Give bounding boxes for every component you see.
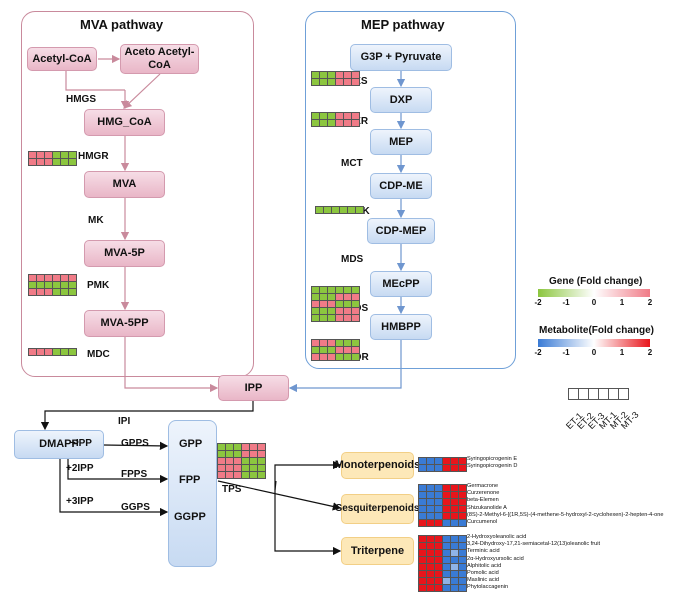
heatmap-hmgr — [28, 151, 77, 166]
metabolite-name: beta-Elemen — [467, 497, 499, 504]
enzyme-ggps: GGPS — [121, 502, 150, 513]
metabolite-name: Syringopicrogenin E — [467, 456, 518, 462]
heatmap-cmk — [315, 206, 364, 214]
node-mva[interactable]: MVA — [84, 171, 165, 198]
enzyme-hmgr: HMGR — [78, 151, 109, 162]
gene-tick: -2 — [534, 298, 542, 307]
node-dxp[interactable]: DXP — [370, 87, 432, 113]
heatmap-pmk — [28, 274, 77, 296]
node-sesquiterpenoids[interactable]: Sesquiterpenoids — [336, 494, 419, 524]
condition-key-grid — [568, 388, 629, 400]
metabolite-name: Germacrone — [467, 483, 499, 489]
node-mecpp[interactable]: MEcPP — [370, 271, 432, 297]
metabolite-name: 3,24-Dihydroxy-17,21-semiacetal-12(13)ol… — [467, 541, 601, 548]
metabolite-tick: -2 — [534, 348, 542, 357]
node-mva-5pp[interactable]: MVA-5PP — [84, 310, 165, 337]
heatmap-sesquiterpenoids — [418, 484, 467, 527]
metabolite-name: Curzerenone — [467, 490, 500, 497]
heatmap-triterpene — [418, 535, 467, 592]
mva-pathway-title: MVA pathway — [80, 17, 164, 32]
heatmap-monoterpenoids — [418, 457, 467, 472]
gene-legend-title: Gene (Fold change) — [549, 276, 643, 287]
node-acetoacetyl-coa[interactable]: Aceto Acetyl-CoA — [120, 44, 199, 74]
metabolite-colorbar — [538, 339, 650, 347]
enzyme-mct: MCT — [341, 158, 363, 169]
mva-pathway-panel — [21, 11, 254, 377]
metabolite-tick: 1 — [619, 348, 625, 357]
enzyme-mk: MK — [88, 215, 104, 226]
heatmap-hdr — [311, 339, 360, 361]
label-plus-3ipp: +3IPP — [66, 496, 94, 507]
node-dmapp[interactable]: DMAPP — [14, 430, 104, 459]
gene-tick: 2 — [647, 298, 653, 307]
enzyme-ipi: IPI — [118, 416, 131, 427]
heatmap-dxr — [311, 112, 360, 127]
list-monoterpenoids: Syringopicrogenin E Syringopicrogenin D — [467, 456, 517, 470]
enzyme-fpps: FPPS — [121, 469, 148, 480]
metabolite-tick: 0 — [591, 348, 597, 357]
enzyme-gpps: GPPS — [121, 438, 149, 449]
list-sesquiterpenoids: Germacrone Curzerenone beta-Elemen Shizu… — [467, 483, 663, 526]
enzyme-tps: TPS — [222, 484, 242, 495]
label-plus-ipp: +IPP — [70, 438, 92, 449]
metabolite-name: Terminic acid — [467, 548, 500, 555]
heatmap-hds — [311, 286, 360, 322]
gene-tick: 1 — [619, 298, 625, 307]
metabolite-name: Phytolaccagenin — [467, 584, 509, 591]
heatmap-tps — [217, 443, 266, 479]
label-plus-2ipp: +2IPP — [66, 463, 94, 474]
gene-colorbar — [538, 289, 650, 297]
metabolite-tick: -1 — [562, 348, 570, 357]
metabolite-legend-title: Metabolite(Fold change) — [539, 325, 654, 336]
node-gpp[interactable]: GPP — [179, 438, 203, 450]
node-prenyl-group — [168, 420, 217, 567]
enzyme-mds: MDS — [341, 254, 364, 265]
metabolite-name: Syringopicrogenin D — [467, 463, 518, 470]
metabolite-name: 2α-Hydroxyursolic acid — [467, 555, 524, 562]
node-ggpp[interactable]: GGPP — [174, 511, 206, 523]
node-monoterpenoids[interactable]: Monoterpenoids — [335, 452, 420, 479]
node-hmbpp[interactable]: HMBPP — [370, 314, 432, 340]
node-acetyl-coa[interactable]: Acetyl-CoA — [27, 47, 97, 71]
node-fpp[interactable]: FPP — [179, 474, 201, 486]
heatmap-dxs — [311, 71, 360, 86]
metabolite-name: Maslinic acid — [467, 577, 500, 584]
mep-pathway-panel — [305, 11, 516, 369]
metabolite-name: (8S)-2-Methyl-6-[(1R,5S)-(4-methene-5-hy… — [467, 511, 664, 518]
list-triterpene: 2-Hydroxyoleanolic acid 3,24-Dihydroxy-1… — [467, 534, 600, 592]
node-g3p-pyruvate[interactable]: G3P + Pyruvate — [350, 44, 452, 71]
metabolite-name: Alphitolic acid — [467, 562, 502, 569]
node-ipp[interactable]: IPP — [218, 375, 289, 401]
enzyme-pmk: PMK — [87, 280, 110, 291]
metabolite-name: Shizukanolide A — [467, 504, 507, 511]
metabolite-name: 2-Hydroxyoleanolic acid — [467, 534, 527, 540]
enzyme-mdc: MDC — [87, 349, 110, 360]
gene-tick: -1 — [562, 298, 570, 307]
node-mva-5p[interactable]: MVA-5P — [84, 240, 165, 267]
node-triterpene[interactable]: Triterpene — [341, 537, 414, 565]
metabolite-tick: 2 — [647, 348, 653, 357]
node-mep[interactable]: MEP — [370, 129, 432, 155]
heatmap-mdc — [28, 348, 77, 356]
metabolite-name: Curcumenol — [467, 519, 498, 526]
node-hmg-coa[interactable]: HMG_CoA — [84, 109, 165, 136]
enzyme-hmgs: HMGS — [66, 94, 96, 105]
node-cdp-me[interactable]: CDP-ME — [370, 173, 432, 199]
gene-tick: 0 — [591, 298, 597, 307]
node-cdp-mep[interactable]: CDP-MEP — [367, 218, 435, 244]
mep-pathway-title: MEP pathway — [361, 17, 445, 32]
metabolite-name: Pomolic acid — [467, 570, 499, 577]
